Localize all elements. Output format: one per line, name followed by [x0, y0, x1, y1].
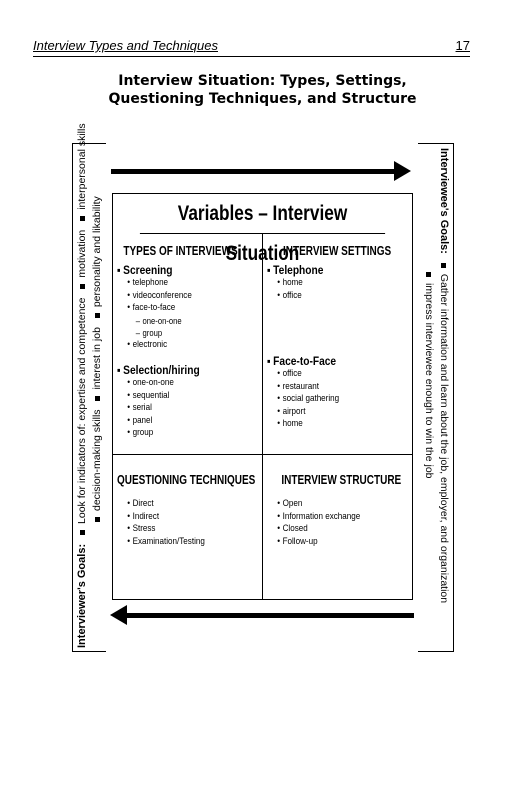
questioning-heading: QUESTIONING TECHNIQUES — [117, 473, 256, 487]
bullet-square-icon — [79, 215, 85, 221]
list-item: social gathering — [267, 393, 388, 406]
interviewee-goals-label: Interviewee's Goals: — [437, 147, 450, 254]
interview-settings: INTERVIEW SETTINGS Telephone home office… — [267, 244, 409, 431]
running-header: Interview Types and Techniques 17 — [33, 36, 470, 57]
bullet-square-icon — [94, 395, 100, 401]
goal-expertise: Look for indicators of: expertise and co… — [75, 297, 88, 524]
list-item: home — [267, 418, 388, 431]
list-item: panel — [117, 415, 238, 428]
running-title: Interview Types and Techniques — [33, 38, 218, 53]
list-item: one-on-one — [117, 315, 238, 327]
screening-label: Screening — [117, 263, 238, 277]
goal-motivation: motivation — [75, 229, 88, 278]
list-item: Direct — [117, 498, 238, 511]
variables-title: Variables – Interview Situation — [139, 194, 386, 265]
interviewer-goals-sidebar: Interviewer's Goals: Look for indicators… — [72, 123, 106, 652]
types-of-interviews: TYPES OF INTERVIEWS Screening telephone … — [117, 244, 259, 440]
list-item: telephone — [117, 277, 238, 290]
list-item: videoconference — [117, 290, 238, 303]
list-item: electronic — [117, 339, 238, 352]
page-number: 17 — [455, 38, 470, 53]
list-item: Follow-up — [267, 536, 388, 549]
bullet-square-icon — [425, 271, 431, 277]
list-item: office — [267, 290, 388, 303]
page-title: Interview Situation: Types, Settings, Qu… — [40, 72, 485, 108]
list-item: face-to-face — [117, 302, 238, 315]
bullet-square-icon — [94, 516, 100, 522]
list-item: airport — [267, 406, 388, 419]
structure-heading: INTERVIEW STRUCTURE — [281, 473, 402, 487]
list-item: restaurant — [267, 381, 388, 394]
list-item: Closed — [267, 523, 388, 536]
arrow-left-icon — [110, 605, 414, 625]
page-title-line-1: Interview Situation: Types, Settings, — [118, 73, 407, 89]
page-title-line-2: Questioning Techniques, and Structure — [108, 91, 417, 107]
goal-decision: decision-making skills — [90, 408, 103, 511]
list-item: Open — [267, 498, 388, 511]
list-item: one-on-one — [117, 377, 238, 390]
list-item: Information exchange — [267, 511, 388, 524]
selection-label: Selection/hiring — [117, 363, 238, 377]
interviewer-goals-label: Interviewer's Goals: — [75, 543, 88, 648]
bullet-square-icon — [94, 312, 100, 318]
goal-personality: personality and likability — [90, 195, 103, 307]
variables-box: Variables – Interview Situation TYPES OF… — [112, 193, 413, 600]
arrow-right-icon — [111, 161, 411, 181]
list-item: group — [117, 327, 238, 339]
types-heading: TYPES OF INTERVIEWS — [123, 244, 238, 258]
face-to-face-label: Face-to-Face — [267, 354, 388, 368]
bullet-square-icon — [440, 262, 446, 268]
bullet-square-icon — [79, 529, 85, 535]
goal-interest: interest in job — [90, 326, 103, 390]
telephone-label: Telephone — [267, 263, 388, 277]
list-item: office — [267, 368, 388, 381]
list-item: Indirect — [117, 511, 238, 524]
list-item: home — [267, 277, 388, 290]
list-item: Examination/Testing — [117, 536, 238, 549]
interview-structure: INTERVIEW STRUCTURE Open Information exc… — [267, 473, 409, 548]
interviewee-goals-sidebar: Interviewee's Goals: Gather information … — [418, 143, 454, 652]
divider-vertical — [262, 234, 263, 599]
list-item: sequential — [117, 390, 238, 403]
interviewee-goal-1: Gather information and learn about the j… — [437, 273, 450, 603]
list-item: group — [117, 427, 238, 440]
list-item: Stress — [117, 523, 238, 536]
interviewee-goal-2: impress interviewee enough to win the jo… — [422, 282, 435, 479]
list-item: serial — [117, 402, 238, 415]
divider-horizontal — [113, 454, 412, 455]
questioning-techniques: QUESTIONING TECHNIQUES Direct Indirect S… — [117, 473, 259, 548]
goal-interpersonal: interpersonal skills — [75, 122, 88, 210]
bullet-square-icon — [79, 283, 85, 289]
settings-heading: INTERVIEW SETTINGS — [283, 244, 392, 258]
